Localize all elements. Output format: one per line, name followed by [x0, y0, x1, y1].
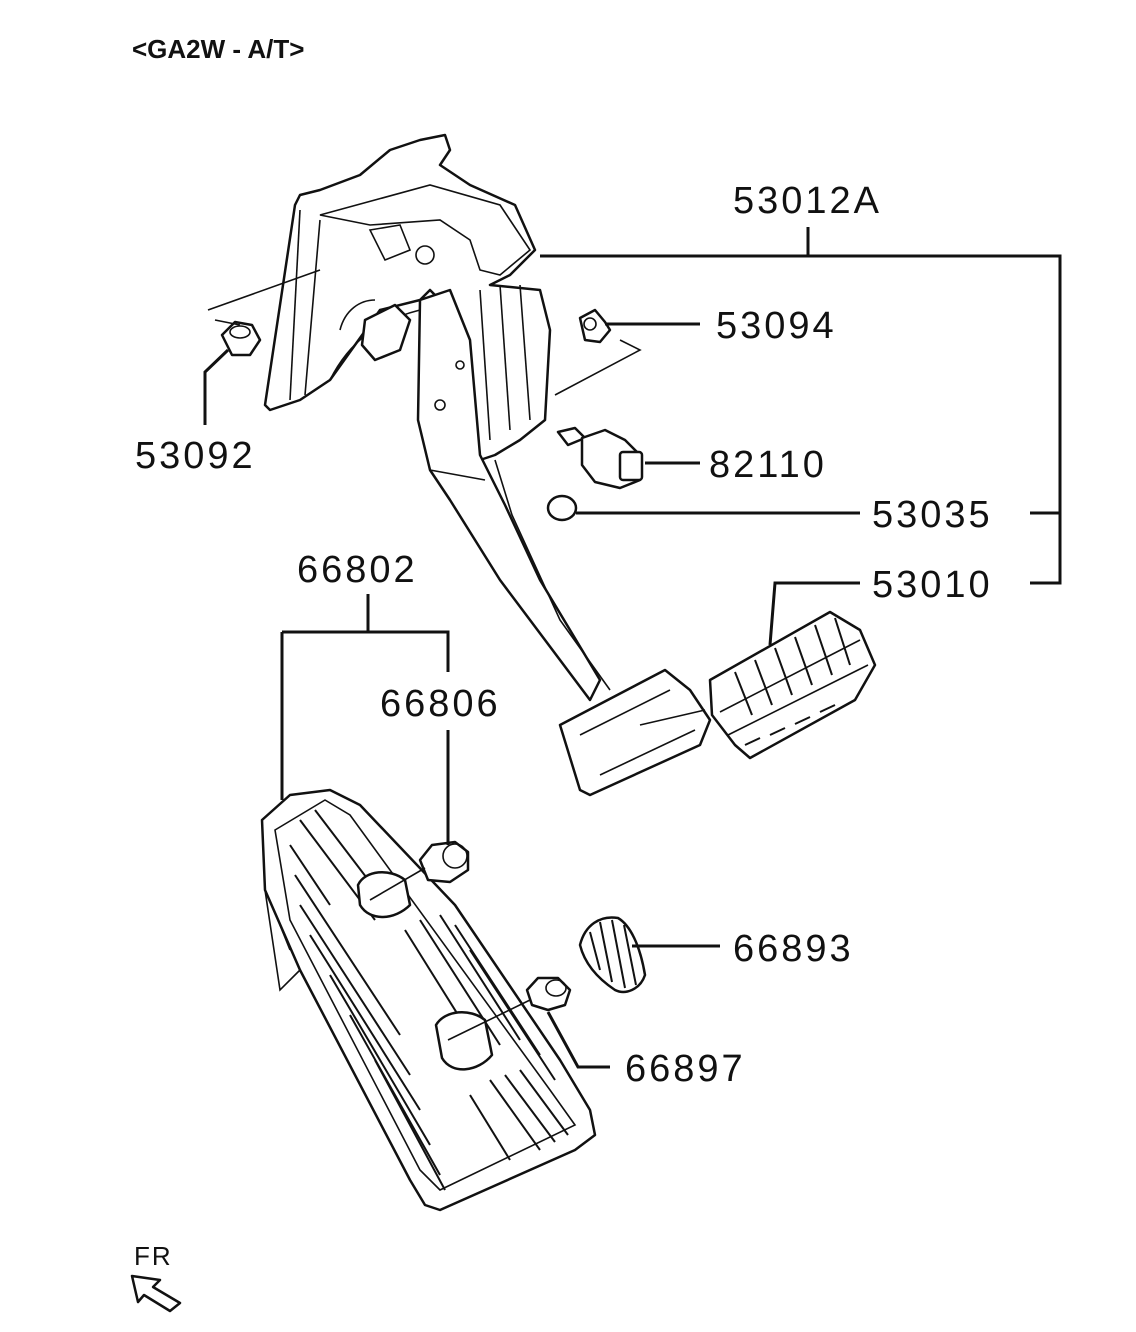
part-label-66802: 66802 [297, 549, 418, 591]
nut-53092 [220, 320, 262, 357]
diagram-title: <GA2W - A/T> [132, 34, 304, 64]
part-label-66897: 66897 [625, 1048, 746, 1090]
front-direction-label: FR [134, 1241, 173, 1271]
accelerator-pad-hatching [289, 809, 569, 1191]
stopper-53035 [546, 494, 578, 522]
accelerator-pedal [260, 788, 597, 1212]
part-label-53094: 53094 [716, 305, 837, 347]
part-label-53010: 53010 [872, 564, 993, 606]
cap-66893 [578, 916, 647, 994]
front-arrow-icon [130, 1274, 182, 1313]
part-label-53035: 53035 [872, 494, 993, 536]
stopper-66806 [369, 840, 470, 901]
part-label-53012A: 53012A [733, 180, 882, 222]
brake-pedal-assembly [263, 133, 712, 797]
pedal-pad-53010 [708, 610, 877, 760]
part-label-82110: 82110 [709, 444, 827, 486]
part-label-53092: 53092 [135, 435, 256, 477]
part-label-66893: 66893 [733, 928, 854, 970]
part-label-66806: 66806 [380, 683, 501, 725]
clip-66897 [447, 976, 572, 1041]
leader-lines [203, 227, 1062, 1069]
switch-82110 [556, 426, 644, 490]
clip-53094 [578, 308, 612, 344]
